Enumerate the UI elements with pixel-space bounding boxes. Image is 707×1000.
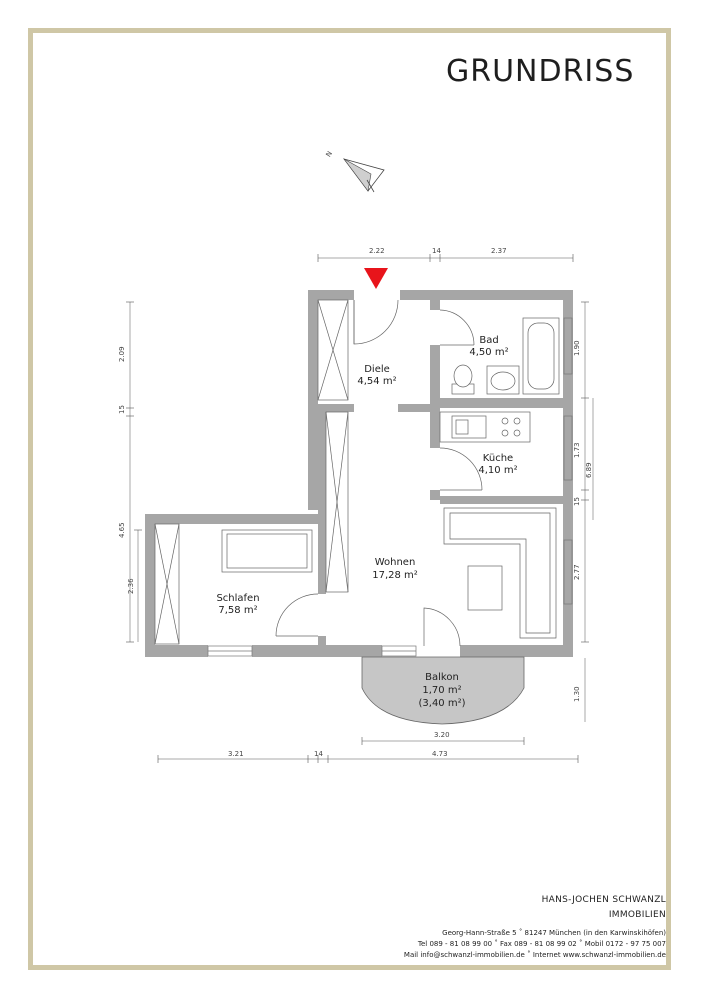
dim-bottom-3: 4.73 [432, 750, 448, 758]
compass-arrow-icon [342, 158, 385, 193]
dim-left-3: 4.65 [118, 522, 126, 538]
walls [145, 290, 573, 657]
room-name-bad: Bad [479, 335, 498, 346]
dim-right-3: 15 [573, 497, 581, 506]
right-inner-dimension-line [581, 301, 589, 643]
room-area-diele: 4,54 m² [357, 376, 396, 387]
page-frame [28, 28, 671, 970]
bed [221, 529, 313, 573]
balcony-width-dimension-line [361, 737, 525, 745]
company-subtitle: IMMOBILIEN [608, 910, 666, 920]
bottom-dimension-line [157, 755, 579, 763]
company-name: HANS-JOCHEN SCHWANZL [541, 895, 666, 905]
entrance-marker-icon [364, 268, 388, 289]
room-area-balkon-full: (3,40 m²) [419, 698, 466, 709]
kitchen-counter [439, 411, 531, 443]
room-area-balkon: 1,70 m² [422, 685, 461, 696]
dim-top-2: 14 [432, 247, 441, 255]
room-area-schlafen: 7,58 m² [218, 605, 257, 616]
wardrobes [154, 299, 349, 645]
dim-balcony-width: 3.20 [434, 731, 450, 739]
dim-left-inner: 2.36 [127, 578, 135, 594]
living-furniture [443, 507, 557, 639]
room-area-kueche: 4,10 m² [478, 465, 517, 476]
dim-right-outer: 6.89 [585, 462, 593, 478]
top-dimension-line [317, 254, 574, 262]
company-address: Georg-Hann-Straße 5 ˚ 81247 München (in … [442, 929, 666, 937]
company-phones: Tel 089 - 81 08 99 00 ˚ Fax 089 - 81 08 … [417, 940, 666, 948]
room-area-wohnen: 17,28 m² [372, 570, 418, 581]
room-name-wohnen: Wohnen [375, 557, 416, 568]
left-outer-dimension-line [126, 301, 134, 643]
room-name-balkon: Balkon [425, 672, 459, 683]
dim-left-1: 2.09 [118, 346, 126, 362]
balcony-area [361, 656, 525, 725]
dim-right-4: 2.77 [573, 564, 581, 580]
dim-right-1: 1.90 [573, 340, 581, 356]
dim-top-1: 2.22 [369, 247, 385, 255]
room-name-kueche: Küche [483, 453, 513, 464]
dim-left-2: 15 [118, 405, 126, 414]
dim-right-2: 1.73 [573, 442, 581, 458]
windows [207, 317, 573, 657]
room-area-bad: 4,50 m² [469, 347, 508, 358]
room-name-schlafen: Schlafen [216, 593, 259, 604]
company-contact: Mail info@schwanzl-immobilien.de ˚ Inter… [403, 951, 666, 959]
dim-top-3: 2.37 [491, 247, 507, 255]
bathroom-fixtures [451, 317, 560, 395]
dim-bottom-2: 14 [314, 750, 323, 758]
left-inner-dimension-line [134, 529, 142, 642]
dim-balcony-depth: 1.30 [573, 686, 581, 702]
room-name-diele: Diele [364, 364, 390, 375]
doors [275, 299, 483, 647]
compass-label: N [324, 150, 334, 159]
page-title: GRUNDRISS [446, 54, 635, 89]
dim-bottom-1: 3.21 [228, 750, 244, 758]
